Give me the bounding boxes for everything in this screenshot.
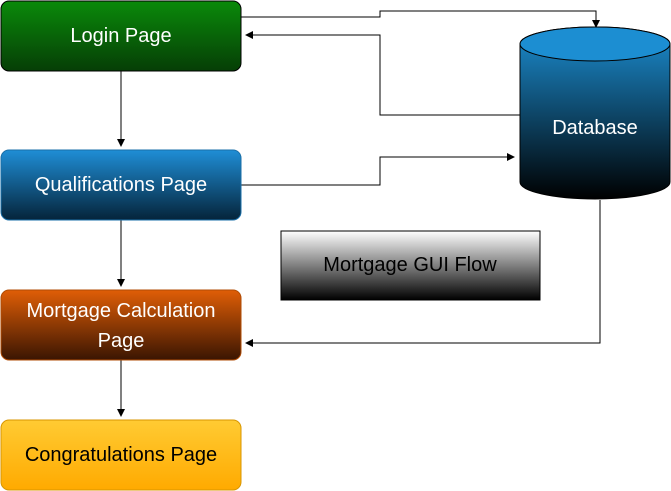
edge-database-to-login xyxy=(245,31,520,116)
congratulations-page-label: Congratulations Page xyxy=(25,444,217,466)
mortgage-calculation-label-line1: Mortgage Calculation xyxy=(27,300,216,322)
title-box: Mortgage GUI Flow xyxy=(280,230,541,301)
edge-qualifications-to-database xyxy=(241,153,515,186)
diagram-title: Mortgage GUI Flow xyxy=(323,254,497,276)
qualifications-page-label: Qualifications Page xyxy=(35,174,207,196)
edge-login-to-database xyxy=(241,10,600,28)
congratulations-page-node: Congratulations Page xyxy=(0,419,242,491)
mortgage-calculation-page-node: Mortgage Calculation Page xyxy=(0,289,242,361)
mortgage-calculation-label-line2: Page xyxy=(98,330,145,352)
login-page-node: Login Page xyxy=(0,0,242,72)
edge-database-to-mortgage xyxy=(245,200,601,347)
database-node: Database xyxy=(519,26,671,200)
database-label: Database xyxy=(552,117,638,139)
qualifications-page-node: Qualifications Page xyxy=(0,149,242,221)
login-page-label: Login Page xyxy=(70,25,171,47)
